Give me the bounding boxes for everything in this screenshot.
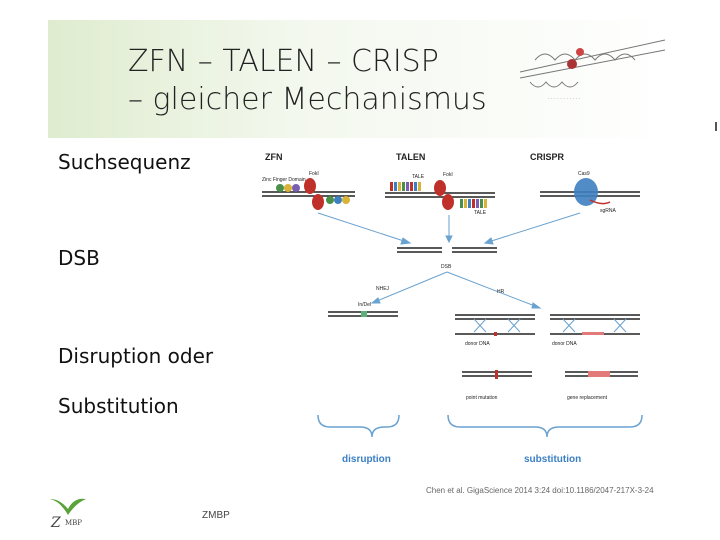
zmbp-text: ZMBP (202, 510, 230, 521)
label-substitution-outcome: substitution (524, 454, 581, 465)
label-sgrna: sgRNA (600, 208, 617, 214)
bracket-substitution (447, 414, 643, 438)
col-crispr: CRISPR (530, 152, 565, 162)
label-substitution: Substitution (58, 394, 179, 418)
point-mutation-dna: point mutation (462, 370, 532, 401)
label-donor-2: donor DNA (552, 341, 577, 347)
arrows-repair (370, 271, 542, 309)
label-point-mutation: point mutation (466, 395, 498, 401)
label-dsb-diagram: DSB (441, 264, 452, 270)
label-donor-1: donor DNA (465, 341, 490, 347)
arrows-to-dsb (317, 212, 581, 245)
label-dsb: DSB (58, 246, 100, 270)
crispr-construct: Cas9 sgRNA (540, 171, 640, 214)
citation-caption: Chen et al. GigaScience 2014 3:24 doi:10… (426, 486, 654, 495)
label-indel: In/Del (358, 302, 371, 308)
slide-title-line-2: – gleicher Mechanismus (128, 82, 487, 117)
hr-donor-2: donor DNA (550, 314, 640, 347)
bracket-disruption (317, 414, 400, 438)
label-nhej: NHEJ (376, 286, 390, 292)
label-hr: HR (497, 289, 505, 295)
edge-mark (715, 122, 717, 131)
col-talen: TALEN (396, 152, 425, 162)
hr-donor-1: donor DNA (455, 314, 535, 347)
label-tale-top: TALE (412, 174, 425, 180)
label-tale-bottom: TALE (474, 210, 487, 216)
label-foki-talen: FokI (443, 172, 453, 178)
label-gene-replacement: gene replacement (567, 395, 608, 401)
label-zinc-finger: Zinc Finger Domain (262, 177, 306, 183)
label-search-sequence: Suchsequenz (58, 150, 191, 174)
label-foki-zfn: FokI (309, 171, 319, 177)
label-disruption-outcome: disruption (342, 454, 391, 465)
label-disruption-or: Disruption oder (58, 344, 214, 368)
dsb-break: DSB (397, 247, 497, 270)
gene-replacement-dna: gene replacement (565, 371, 638, 401)
col-zfn: ZFN (265, 152, 283, 162)
zfn-construct: FokI Zinc Finger Domain (262, 171, 355, 210)
indel-dna (328, 311, 398, 317)
slide-title-line-1: ZFN – TALEN – CRISP (128, 44, 439, 79)
label-cas9: Cas9 (578, 171, 590, 177)
talen-construct: TALE FokI TALE (385, 172, 495, 216)
